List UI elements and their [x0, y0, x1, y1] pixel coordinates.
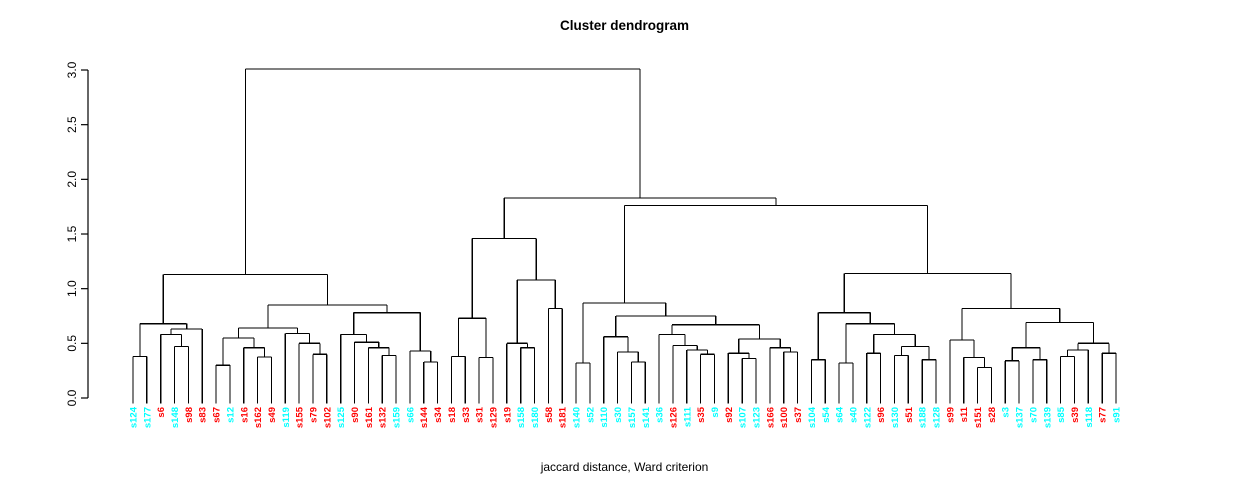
leaf-label: s130: [890, 407, 901, 428]
leaf-label: s66: [405, 407, 416, 423]
leaf-label: s104: [807, 406, 818, 428]
leaf-label: s35: [696, 406, 707, 423]
y-axis-tick-label: 0.0: [65, 389, 79, 406]
leaf-label: s100: [779, 407, 790, 428]
leaf-label: s126: [668, 407, 679, 428]
leaf-label: s19: [502, 407, 513, 423]
y-axis-tick-label: 2.5: [65, 116, 79, 133]
leaf-label: s12: [225, 407, 236, 423]
leaf-label: s6: [156, 407, 167, 418]
y-axis-tick-label: 2.0: [65, 171, 79, 188]
leaf-label: s54: [821, 406, 832, 423]
x-axis-label: jaccard distance, Ward criterion: [540, 460, 709, 474]
leaf-label: s132: [378, 407, 389, 428]
leaf-label: s125: [336, 406, 347, 428]
leaf-label: s11: [959, 406, 970, 422]
leaf-label: s96: [876, 407, 887, 423]
leaf-label: s141: [641, 406, 652, 428]
leaf-label: s91: [1111, 406, 1122, 423]
leaf-label: s158: [516, 407, 527, 428]
leaf-label: s137: [1015, 407, 1026, 428]
leaf-label: s34: [433, 406, 444, 423]
leaf-label: s40: [848, 407, 859, 423]
leaf-label: s9: [710, 407, 721, 418]
leaf-label: s36: [655, 407, 666, 423]
leaf-label: s58: [544, 407, 555, 423]
leaf-label: s99: [945, 407, 956, 423]
y-axis-tick-label: 1.5: [65, 225, 79, 242]
chart-title: Cluster dendrogram: [559, 18, 690, 33]
leaf-label: s151: [973, 406, 984, 428]
leaf-label: s148: [170, 407, 181, 428]
leaf-label: s79: [308, 407, 319, 423]
leaf-label: s123: [752, 407, 763, 428]
leaf-label: s166: [765, 407, 776, 428]
leaf-label: s159: [392, 407, 403, 428]
leaf-label: s110: [599, 407, 610, 428]
leaf-label: s37: [793, 407, 804, 423]
leaf-label: s30: [613, 407, 624, 423]
leaf-label: s118: [1084, 407, 1095, 428]
leaf-label: s144: [419, 406, 430, 428]
leaf-label: s161: [364, 406, 375, 428]
leaf-label: s181: [558, 406, 569, 428]
leaf-label: s122: [862, 407, 873, 428]
leaf-label: s162: [253, 407, 264, 428]
y-axis-tick-label: 0.5: [65, 335, 79, 352]
leaf-label: s140: [572, 407, 583, 428]
leaf-label: s124: [129, 406, 140, 428]
leaf-label: s177: [142, 407, 153, 428]
leaf-label: s157: [627, 407, 638, 428]
leaf-label: s16: [239, 407, 250, 423]
leaf-label: s92: [724, 407, 735, 423]
y-axis: 0.0 0.5 1.0 1.5 2.0 2.5 3.0: [65, 61, 89, 406]
leaf-label: s85: [1056, 406, 1067, 423]
leaf-label: s98: [184, 407, 195, 423]
dendrogram-lines: [132, 68, 1117, 404]
leaf-label: s155: [295, 406, 306, 428]
leaf-label: s139: [1042, 407, 1053, 428]
leaf-label: s64: [835, 406, 846, 423]
leaf-label: s90: [350, 407, 361, 423]
leaf-label: s102: [322, 407, 333, 428]
leaf-label: s107: [738, 407, 749, 428]
leaf-label: s18: [447, 407, 458, 423]
leaf-label: s180: [530, 407, 541, 428]
leaf-label: s51: [904, 406, 915, 423]
leaf-label: s39: [1070, 407, 1081, 423]
leaf-label: s70: [1028, 407, 1039, 423]
leaf-label: s52: [585, 407, 596, 423]
leaf-label: s129: [488, 407, 499, 428]
leaf-label: s188: [918, 407, 929, 428]
leaf-label: s83: [198, 407, 209, 423]
leaf-label: s111: [682, 406, 693, 427]
leaf-label: s33: [461, 407, 472, 423]
leaf-label: s3: [1001, 407, 1012, 418]
leaf-label: s67: [212, 407, 223, 423]
leaf-label: s28: [987, 407, 998, 423]
leaf-label: s49: [267, 407, 278, 423]
leaf-label: s128: [932, 407, 943, 428]
leaf-label: s119: [281, 407, 292, 428]
leaf-label: s31: [475, 406, 486, 423]
y-axis-tick-label: 3.0: [65, 61, 79, 78]
leaf-label: s77: [1098, 407, 1109, 423]
y-axis-tick-label: 1.0: [65, 280, 79, 297]
